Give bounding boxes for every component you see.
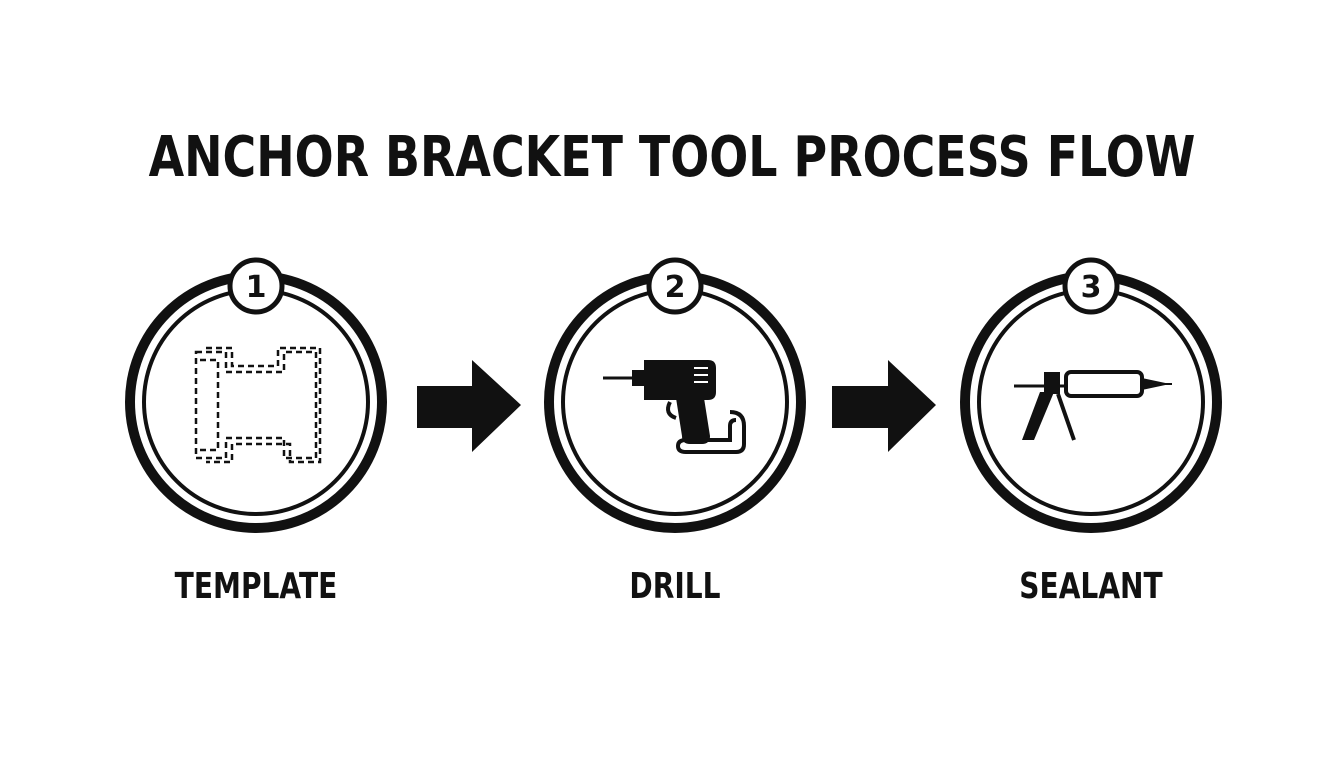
step-3-label: SEALANT	[1019, 566, 1163, 607]
step-1-number: 1	[246, 270, 267, 305]
step-2-number-badge: 2	[646, 257, 704, 315]
step-3: 3	[960, 257, 1222, 533]
step-2: 2	[544, 257, 806, 533]
step-1: 1	[125, 257, 387, 533]
step-2-label: DRILL	[629, 566, 721, 607]
step-1-inner-ring	[142, 288, 370, 516]
arrow-2-to-3	[832, 360, 936, 452]
bracket-template-icon	[194, 346, 322, 464]
power-drill-icon	[603, 360, 746, 454]
step-2-inner-ring	[561, 288, 789, 516]
step-3-inner-ring	[977, 288, 1205, 516]
step-2-number: 2	[665, 270, 686, 305]
page-title: ANCHOR BRACKET TOOL PROCESS FLOW	[148, 125, 1196, 190]
step-3-number: 3	[1081, 270, 1102, 305]
step-1-label: TEMPLATE	[174, 566, 338, 607]
arrow-1-to-2	[417, 360, 521, 452]
step-1-number-badge: 1	[227, 257, 285, 315]
caulk-gun-icon	[1014, 370, 1172, 441]
step-3-number-badge: 3	[1062, 257, 1120, 315]
